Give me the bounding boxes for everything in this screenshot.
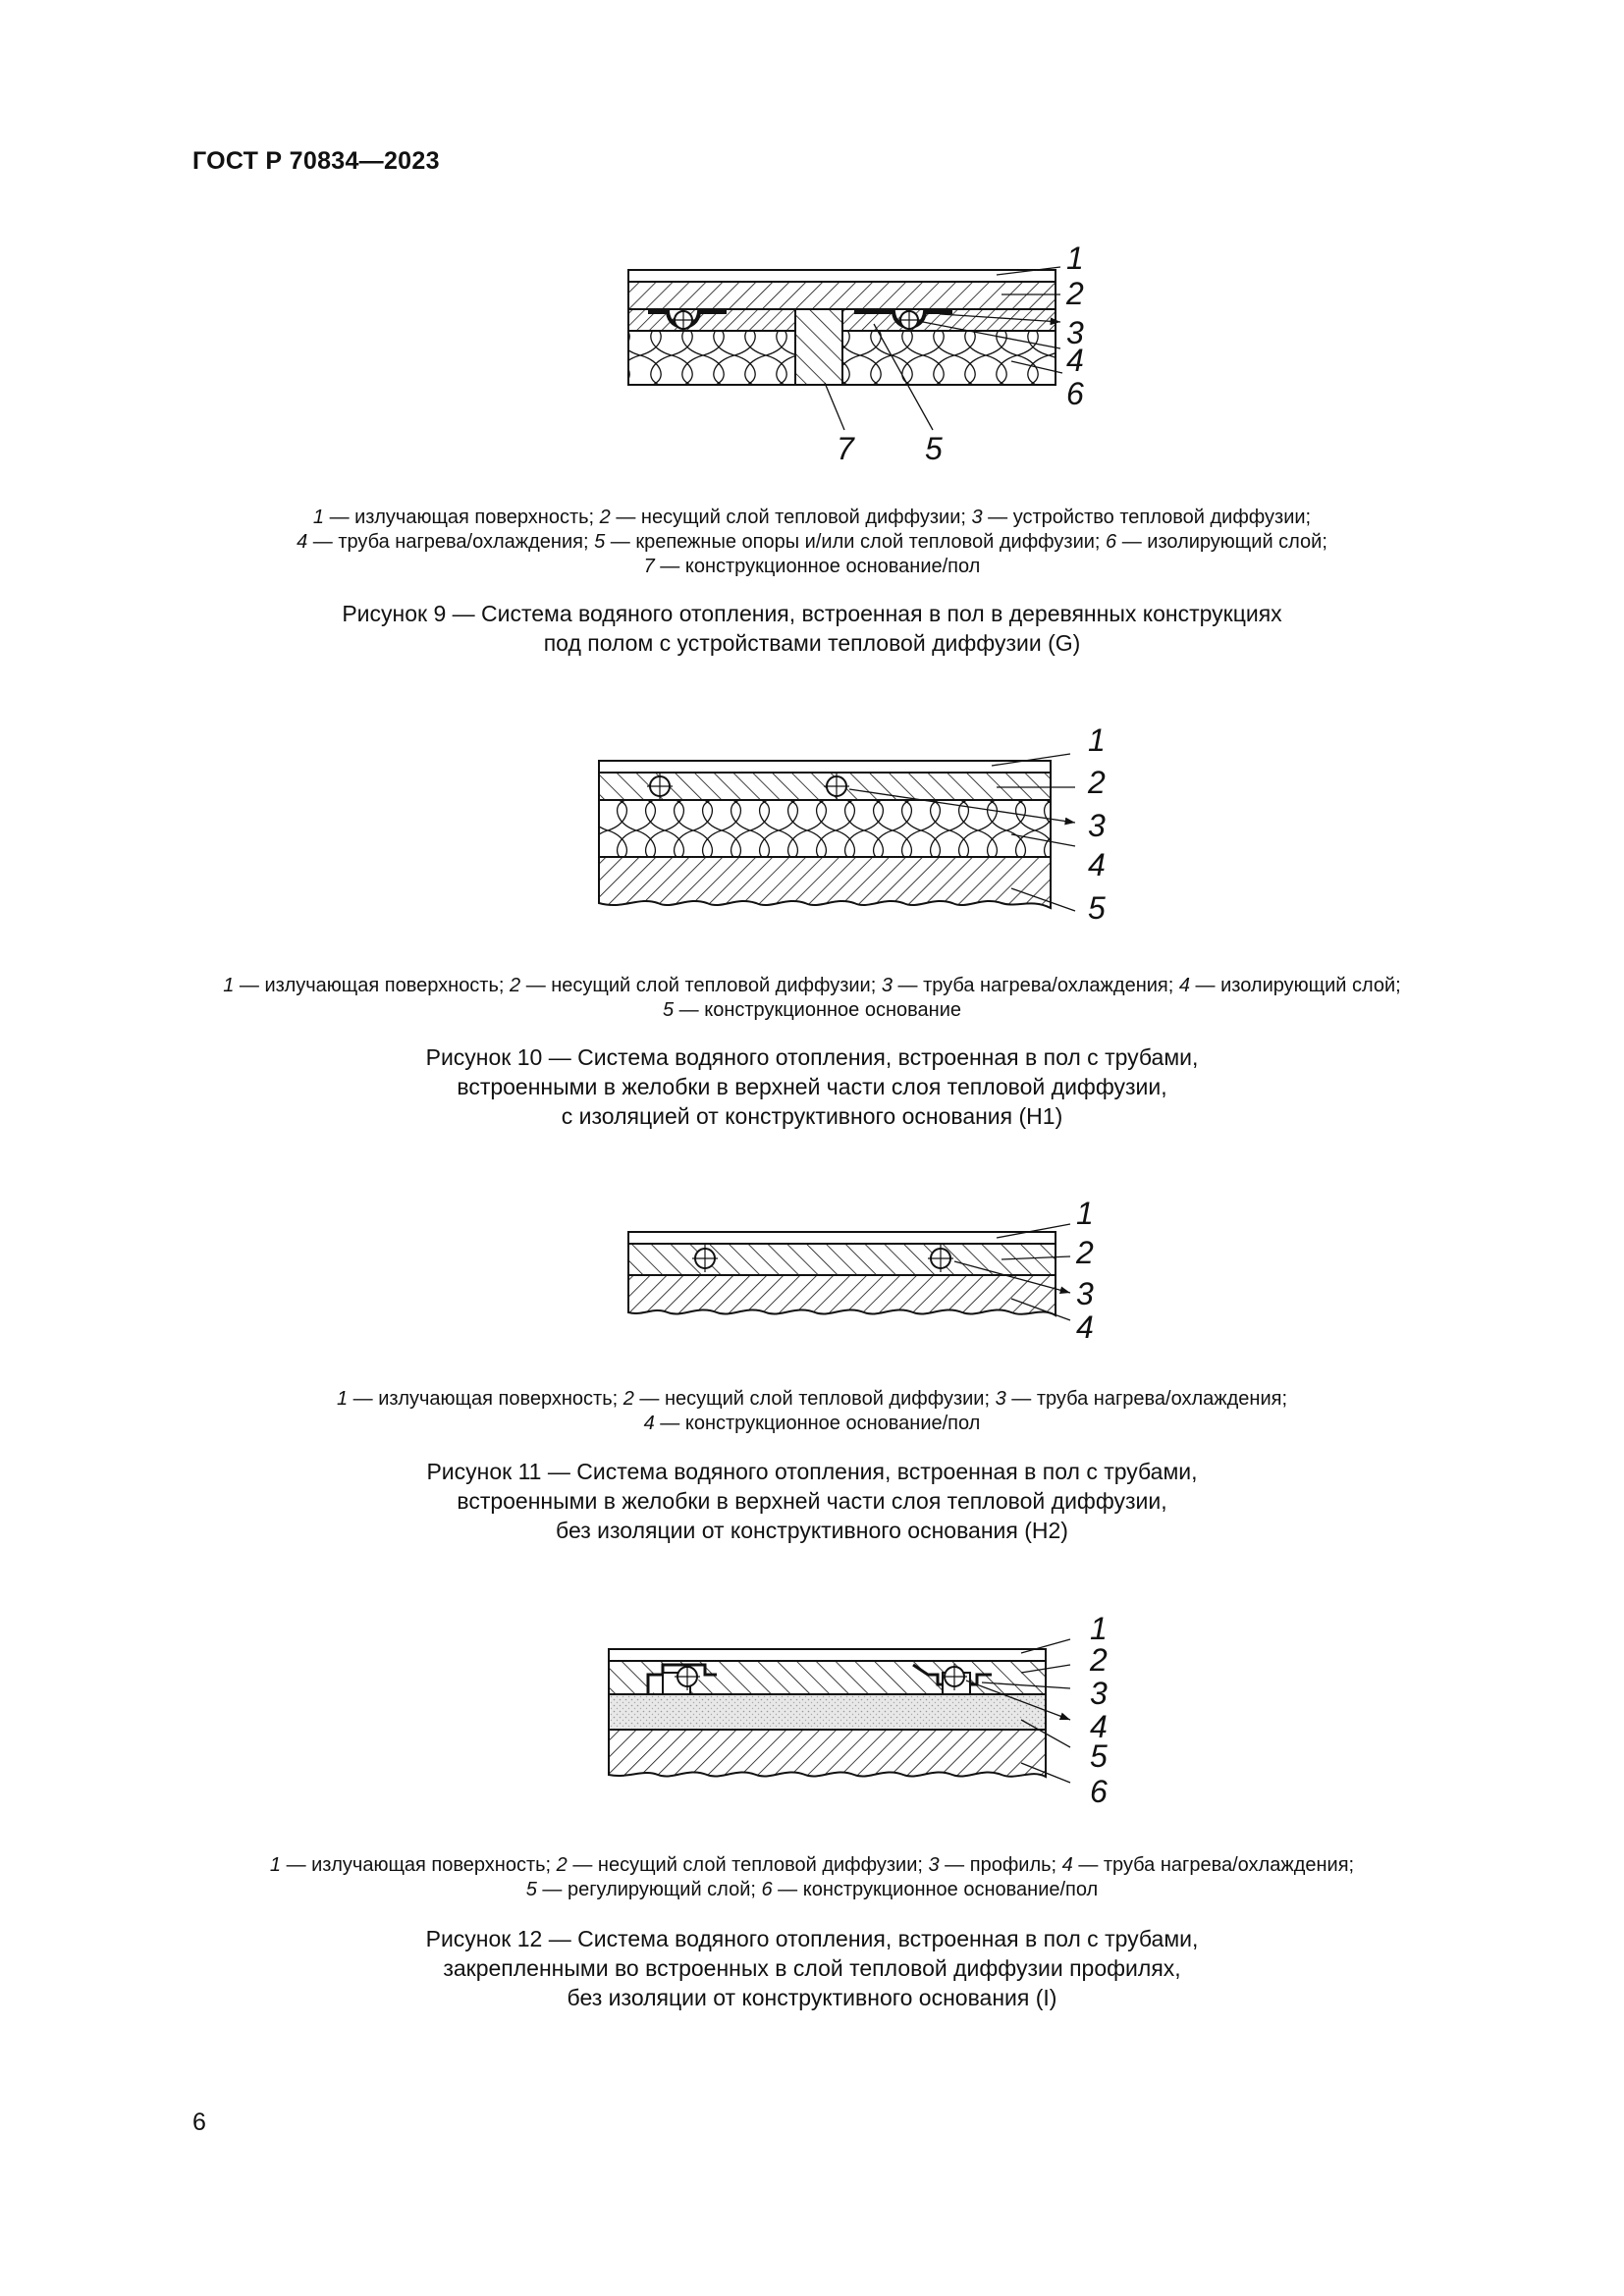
figure-12-label-4: 4 [1090,1709,1108,1744]
legend-line: 4 — труба нагрева/охлаждения; 5 — крепеж… [297,531,1327,553]
figure-10-caption: Рисунок 10 — Система водяного отопления,… [425,1044,1199,1129]
figure-10-label-5: 5 [1088,890,1106,926]
figure-12-diagram: 1 2 3 4 5 6 [608,1611,1108,1809]
figure-11-label-3: 3 [1076,1276,1094,1311]
figure-11-label-1: 1 [1076,1196,1094,1231]
figure-10-label-2: 2 [1087,765,1106,800]
figure-10-label-1: 1 [1088,722,1106,758]
figure-11-diagram: 1 2 3 4 [627,1196,1094,1345]
document-header: ГОСТ Р 70834—2023 [192,147,440,175]
legend-line: 1 — излучающая поверхность; 2 — несущий … [269,1854,1355,1876]
figure-9-label-4: 4 [1066,343,1084,378]
figure-12-label-5: 5 [1090,1738,1108,1774]
figure-12-label-1: 1 [1090,1611,1108,1646]
figure-9-label-1: 1 [1066,245,1084,276]
figure-9-label-5: 5 [925,431,943,466]
legend-line: 4 — конструкционное основание/пол [643,1413,981,1434]
legend-line: 1 — излучающая поверхность; 2 — несущий … [223,975,1401,996]
figure-9-label-7: 7 [837,431,855,466]
figure-10-diagram: 1 2 3 4 5 [598,722,1106,926]
figure-9-label-2: 2 [1065,276,1084,311]
legend-line: 1 — излучающая поверхность; 2 — несущий … [336,1388,1288,1410]
figure-12-caption: Рисунок 12 — Система водяного отопления,… [425,1926,1199,2010]
figure-11-caption: Рисунок 11 — Система водяного отопления,… [426,1459,1198,1543]
figure-11-label-2: 2 [1075,1235,1094,1270]
figure-12-legend: 1 — излучающая поверхность; 2 — несущий … [0,1853,1624,1902]
figure-11-legend: 1 — излучающая поверхность; 2 — несущий … [0,1387,1624,1436]
figure-9-diagram: 1 2 3 4 6 7 5 [627,245,1084,466]
legend-line: 5 — конструкционное основание [663,999,961,1021]
figure-9-caption: Рисунок 9 — Система водяного отопления, … [342,601,1282,656]
legend-line: 1 — излучающая поверхность; 2 — несущий … [312,507,1312,528]
figure-12-label-2: 2 [1089,1642,1108,1678]
figure-12-label-3: 3 [1090,1676,1108,1711]
figure-10-label-4: 4 [1088,847,1106,882]
figure-9-legend: 1 — излучающая поверхность; 2 — несущий … [0,506,1624,579]
figure-9-label-3: 3 [1066,315,1084,350]
figure-11-label-4: 4 [1076,1309,1094,1345]
figure-10-legend: 1 — излучающая поверхность; 2 — несущий … [0,974,1624,1023]
figure-10-label-3: 3 [1088,808,1106,843]
page-number: 6 [192,2109,206,2136]
figure-12-label-6: 6 [1090,1774,1108,1809]
legend-line: 7 — конструкционное основание/пол [643,556,981,577]
figure-9-label-6: 6 [1066,376,1084,411]
legend-line: 5 — регулирующий слой; 6 — конструкционн… [525,1879,1099,1900]
